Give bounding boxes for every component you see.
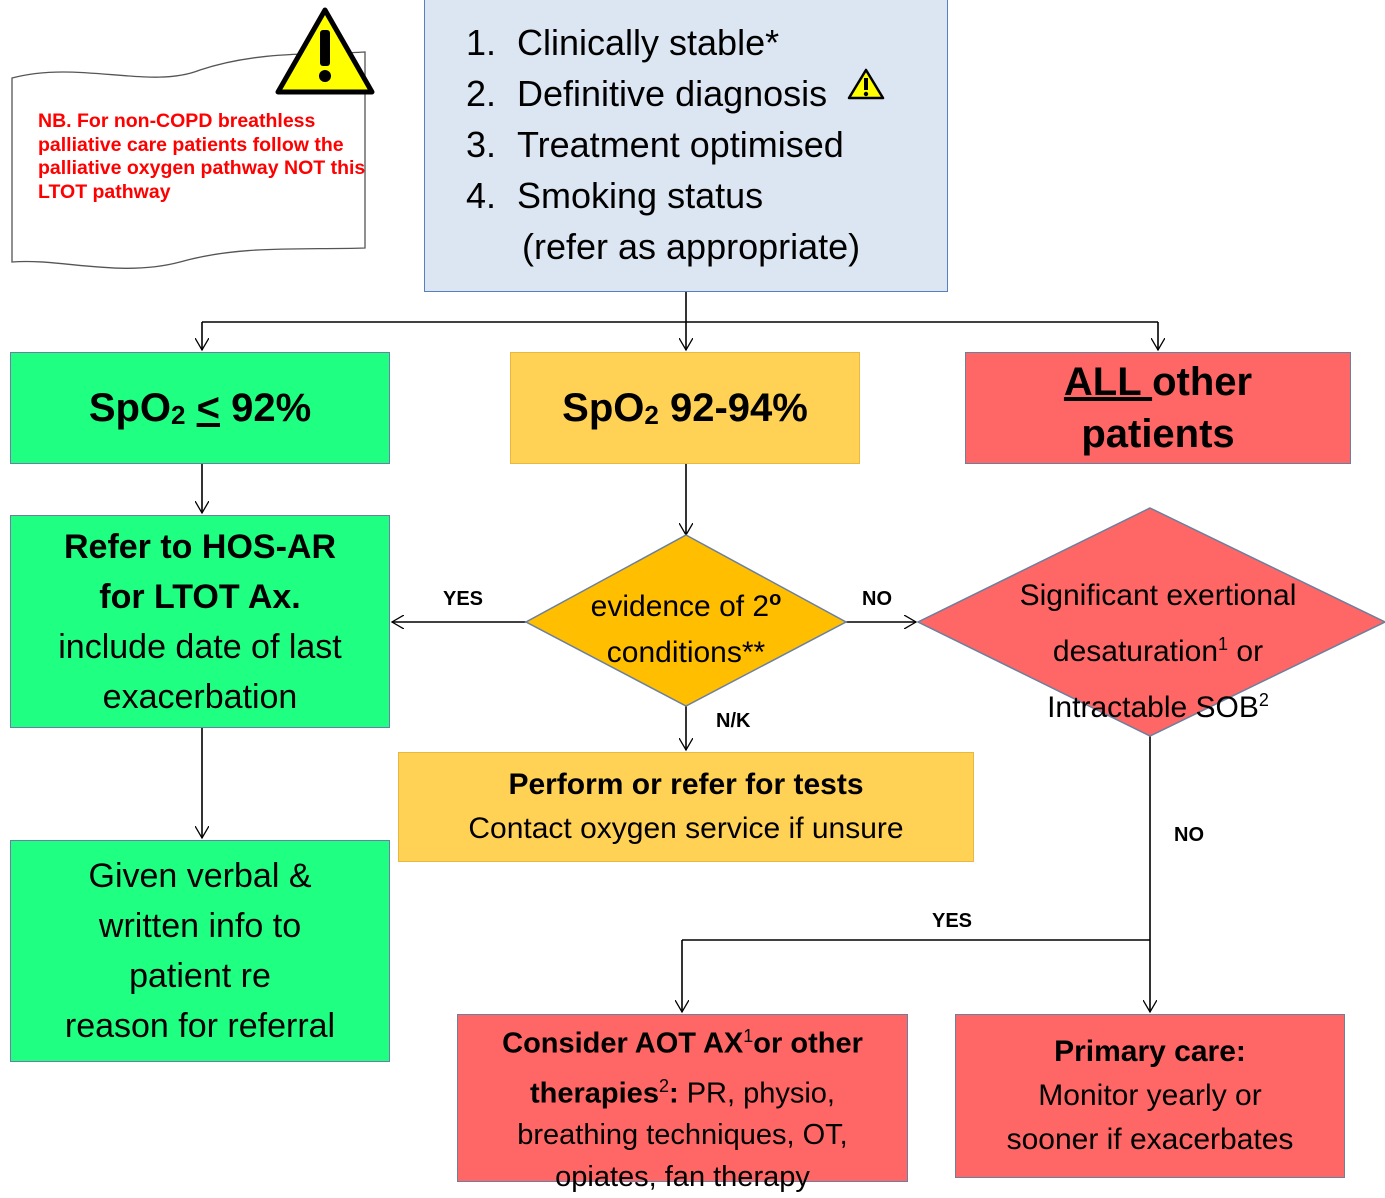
criteria-item-3: 3. Treatment optimised bbox=[465, 124, 844, 165]
criteria-item-2: 2. Definitive diagnosis bbox=[445, 68, 885, 119]
edge-label-yes-bottom: YES bbox=[932, 910, 973, 932]
palliative-note: NB. For non-COPD breathless palliative c… bbox=[38, 110, 366, 203]
criteria-item-4: 4. Smoking status bbox=[465, 175, 764, 216]
edge-label-no-down: NO bbox=[1174, 824, 1204, 846]
edge-label-nk: N/K bbox=[716, 710, 751, 732]
given-info-box: Given verbal & written info to patient r… bbox=[10, 840, 390, 1062]
criteria-item-1: 1. Clinically stable* bbox=[465, 22, 780, 63]
criteria-box: 1. Clinically stable* 2. Definitive diag… bbox=[424, 0, 948, 292]
decision-right-diamond bbox=[916, 507, 1385, 737]
decision-mid-diamond bbox=[524, 534, 848, 707]
decision-exertional-desaturation: Significant exertional desaturation1 or … bbox=[1019, 579, 1297, 724]
edge-label-yes-left: YES bbox=[443, 588, 484, 610]
edge-label-no-right: NO bbox=[862, 588, 892, 610]
perform-tests-box: Perform or refer for tests Contact oxyge… bbox=[398, 752, 974, 862]
spo2-mid-box: SpO2 92-94% bbox=[510, 352, 860, 464]
decision-secondary-conditions: evidence of 2o conditions** bbox=[590, 588, 782, 669]
primary-care-box: Primary care: Monitor yearly or sooner i… bbox=[955, 1014, 1345, 1178]
scroll-note-shape bbox=[11, 51, 366, 269]
criteria-sub-note: (refer as appropriate) bbox=[522, 226, 861, 267]
refer-hos-ar-box: Refer to HOS-AR for LTOT Ax. include dat… bbox=[10, 515, 390, 728]
spo2-low-box: SpO2 < 92% bbox=[10, 352, 390, 464]
warning-small-icon bbox=[847, 68, 885, 100]
consider-aot-box: Consider AOT AX1or other therapies2: PR,… bbox=[457, 1014, 908, 1193]
all-other-patients-box: ALL other patients bbox=[965, 352, 1351, 464]
warning-icon bbox=[275, 7, 375, 95]
